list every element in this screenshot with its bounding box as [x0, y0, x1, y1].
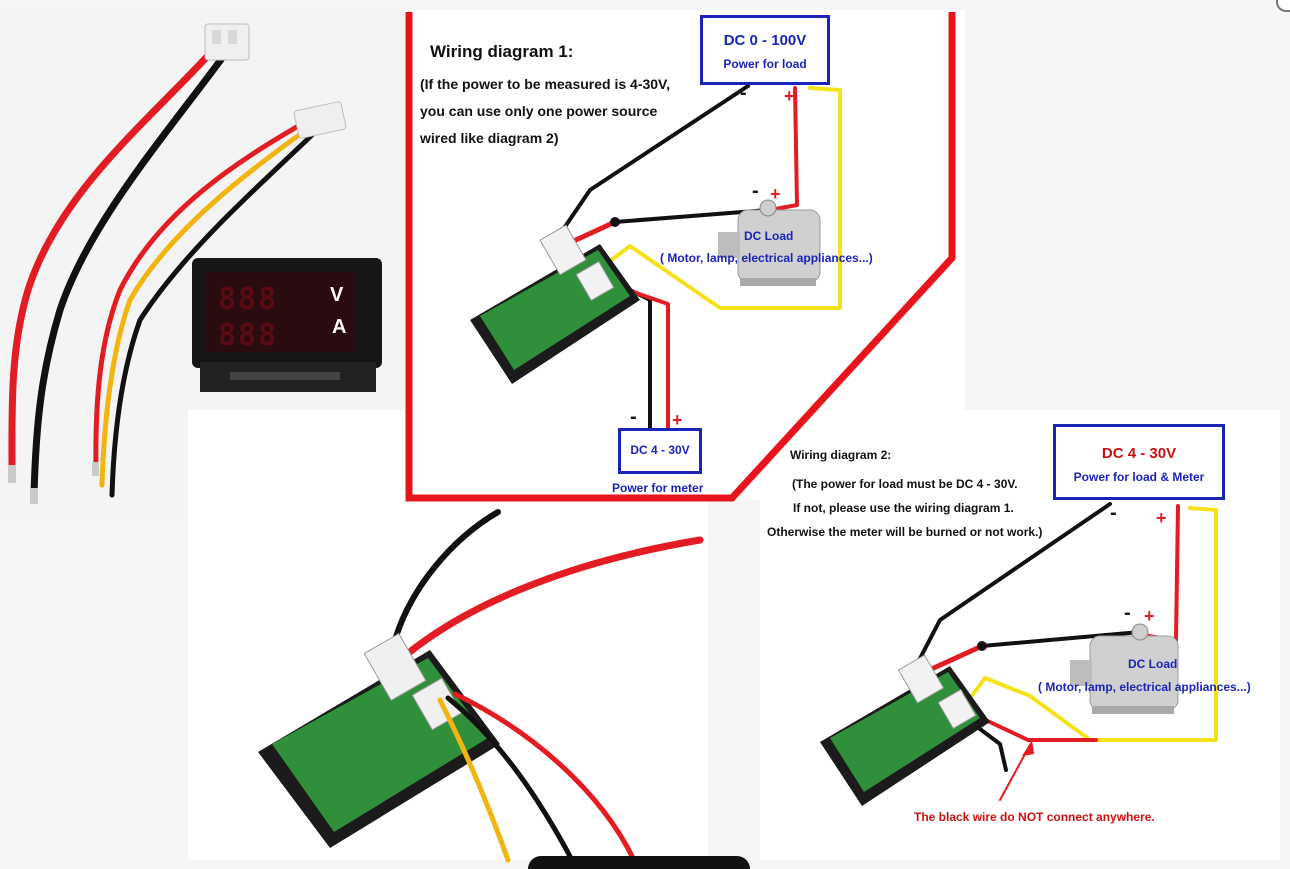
closeup-meter-photo [258, 509, 704, 863]
diagram1-load-supply-box: DC 0 - 100V Power for load [700, 15, 830, 85]
corner-resize-handle[interactable] [1276, 0, 1290, 12]
diagram1-title: Wiring diagram 1: [430, 42, 574, 61]
diagram2-load-examples: ( Motor, lamp, electrical appliances...) [1038, 680, 1251, 694]
loose-wire-bundle [8, 44, 315, 504]
diagram1-load-supply-label: Power for load [723, 57, 807, 71]
meter-volt-digits: 888 [218, 282, 279, 317]
connector-2pin [204, 23, 250, 61]
diagram2-supply-minus: - [1110, 502, 1117, 524]
diagram1-load-supply-minus: - [740, 82, 747, 104]
diagram2-supply-plus: + [1156, 508, 1167, 528]
diagram2-note-line3: Otherwise the meter will be burned or no… [767, 525, 1043, 539]
meter-amp-unit: A [332, 316, 347, 338]
diagram1-load-supply-plus: + [784, 86, 795, 106]
diagram2-meter-module [820, 654, 990, 806]
connector-3pin [293, 101, 347, 139]
diagram2-note-line2: If not, please use the wiring diagram 1. [793, 501, 1014, 515]
diagram2-supply-label: Power for load & Meter [1073, 470, 1205, 484]
closeup-photo-panel [188, 410, 708, 860]
diagram2-load-minus: - [1124, 602, 1131, 624]
diagram2-title: Wiring diagram 2: [790, 448, 892, 462]
meter-product [192, 258, 382, 392]
diagram2-load-name: DC Load [1128, 657, 1178, 671]
meter-amp-digits: 888 [218, 318, 279, 353]
diagram1-meter-supply-box: DC 4 - 30V [618, 428, 702, 474]
diagram1-motor [718, 199, 821, 286]
diagram1-load-examples: ( Motor, lamp, electrical appliances...) [660, 251, 873, 265]
diagram1-meter-minus: - [630, 406, 637, 428]
diagram1-note-line1: (If the power to be measured is 4-30V, [420, 76, 671, 92]
meter-volt-unit: V [330, 284, 344, 306]
diagram1-load-supply-voltage: DC 0 - 100V [723, 32, 807, 49]
diagram1-note-line2: you can use only one power source [420, 103, 658, 119]
diagram1-load-plus: + [770, 184, 781, 204]
diagram2-motor [1070, 623, 1179, 714]
diagram2-load-plus: + [1144, 606, 1155, 626]
diagram2-supply-voltage: DC 4 - 30V [1101, 445, 1177, 462]
diagram1-meter-supply-voltage: DC 4 - 30V [630, 443, 690, 457]
diagram1-meter-plus: + [672, 410, 683, 430]
diagram1-note-line3: wired like diagram 2) [420, 130, 559, 146]
diagram1-red-frame [405, 12, 956, 502]
diagram2-supply-box: DC 4 - 30V Power for load & Meter [1053, 424, 1225, 500]
diagram1-load-name: DC Load [744, 229, 794, 243]
bottom-overlay-bar [528, 856, 750, 869]
diagram1-meter-module [470, 224, 640, 384]
diagram2-note-line1: (The power for load must be DC 4 - 30V. [792, 477, 1018, 491]
diagram1-load-minus: - [752, 180, 759, 202]
diagram2-warning-text: The black wire do NOT connect anywhere. [914, 810, 1155, 824]
diagram1-meter-supply-label: Power for meter [612, 481, 704, 495]
